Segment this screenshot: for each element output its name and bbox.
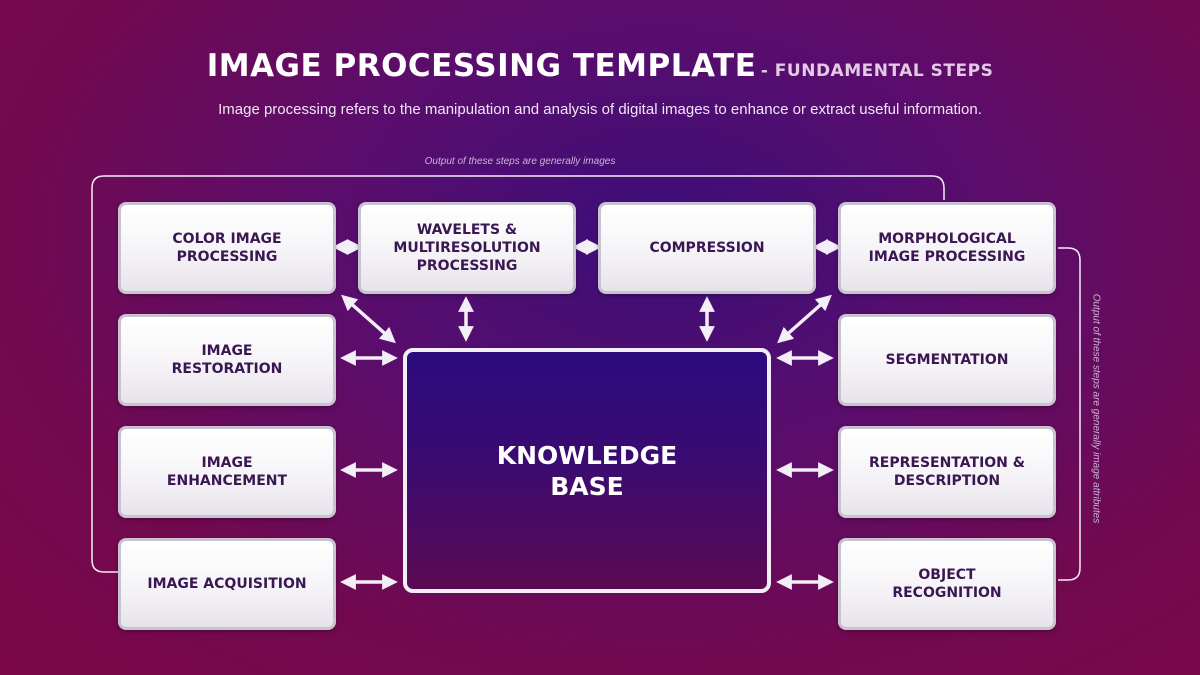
knowledge-base: KNOWLEDGE BASE [403, 348, 771, 593]
title-row: IMAGE PROCESSING TEMPLATE - FUNDAMENTAL … [0, 48, 1200, 84]
step-morphological-processing: MORPHOLOGICAL IMAGE PROCESSING [838, 202, 1056, 294]
images-output-bracket [91, 175, 945, 573]
step-image-acquisition: IMAGE ACQUISITION [118, 538, 336, 630]
step-wavelets-multiresolution: WAVELETS & MULTIRESOLUTION PROCESSING [358, 202, 576, 294]
step-segmentation: SEGMENTATION [838, 314, 1056, 406]
step-image-enhancement: IMAGE ENHANCEMENT [118, 426, 336, 518]
arrow-morphological-kb [777, 294, 832, 344]
step-object-recognition: OBJECT RECOGNITION [838, 538, 1056, 630]
step-representation-description: REPRESENTATION & DESCRIPTION [838, 426, 1056, 518]
step-compression: COMPRESSION [598, 202, 816, 294]
step-color-image-processing: COLOR IMAGE PROCESSING [118, 202, 336, 294]
images-output-note: Output of these steps are generally imag… [424, 156, 616, 167]
attributes-output-note: Output of these steps are generally imag… [1090, 293, 1102, 524]
arrow-color-kb [341, 294, 396, 344]
page-subtitle: Image processing refers to the manipulat… [218, 101, 982, 118]
attributes-output-bracket [1058, 247, 1081, 581]
page-title-suffix: - FUNDAMENTAL STEPS [760, 61, 994, 81]
page-title: IMAGE PROCESSING TEMPLATE [206, 48, 757, 84]
step-image-restoration: IMAGE RESTORATION [118, 314, 336, 406]
